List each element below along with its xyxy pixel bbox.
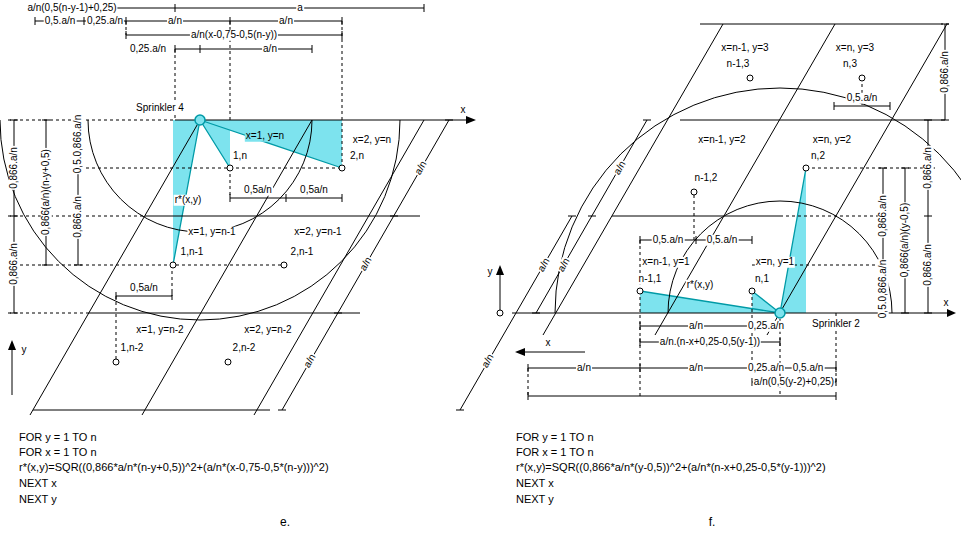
- cell-label: r*(x,y): [686, 280, 715, 291]
- dimension-label: a/n: [479, 351, 496, 370]
- dimension-label: a/n: [412, 158, 429, 177]
- dimension-label: a/n: [535, 255, 552, 274]
- cell-index-label: 2,n-1: [290, 247, 315, 258]
- dimension-label: 0,866(a/n)(n-y+0,5): [41, 148, 52, 236]
- code-line: FOR y = 1 TO n: [515, 432, 595, 444]
- axis-label: x: [545, 338, 552, 349]
- dimension-label: 0,5.a/n: [706, 235, 739, 246]
- cell-index-label: 2,n: [349, 151, 365, 162]
- dimension-label: 0,5.0,866.a/n: [878, 259, 889, 319]
- dimension-label: 0,25.a/n: [747, 363, 785, 374]
- code-line: FOR y = 1 TO n: [18, 432, 98, 444]
- code-line: NEXT x: [515, 478, 555, 490]
- dimension-label: 0,25.a/n: [86, 16, 124, 27]
- cell-label: x=n-1, y=2: [697, 135, 746, 146]
- cell-index-label: 1,n-1: [180, 247, 205, 258]
- dimension-label: a/n: [555, 255, 572, 274]
- dimension-label: 0,5.a/n: [44, 16, 77, 27]
- dimension-label: 0,866(a/n)(y-0,5): [900, 202, 911, 278]
- dimension-label: 0,5.0,866.a/n: [73, 114, 84, 174]
- dimension-label: 0,866.a/n: [73, 195, 84, 239]
- code-line: FOR x = 1 TO n: [515, 447, 595, 459]
- dimension-label: 0,866.a/n: [9, 242, 20, 286]
- dimension-label: a/n: [167, 16, 183, 27]
- cell-label: r*(x,y): [174, 195, 203, 206]
- code-line: NEXT y: [18, 494, 58, 506]
- code-line: NEXT x: [18, 478, 58, 490]
- sprinkler-label: Sprinkler 2: [811, 319, 861, 330]
- dimension-label: a/n(0,5(n-y-1)+0,25): [26, 3, 117, 14]
- cell-label: x=n-1, y=1: [641, 257, 690, 268]
- axis-label: y: [487, 267, 494, 278]
- cell-label: x=1, y=n-2: [135, 325, 184, 336]
- dimension-label: 0,5a/n: [129, 283, 159, 294]
- code-line: r*(x,y)=SQR((0,866*a/n*(n-y+0,5))^2+(a/n…: [18, 462, 330, 474]
- cell-label: x=n, y=3: [835, 43, 875, 54]
- cell-index-label: 2,n-2: [232, 343, 257, 354]
- dimension-label: 0,866.a/n: [923, 243, 934, 287]
- dimension-label: 0,25.a/n: [129, 44, 167, 55]
- dimension-label: 0,5.a/n: [652, 235, 685, 246]
- dimension-label: a/n: [262, 44, 278, 55]
- cell-label: x=n, y=1: [755, 257, 795, 268]
- cell-label: x=1, y=n: [245, 131, 285, 142]
- dimension-label: a/n: [688, 363, 704, 374]
- dimension-label: 0,5.a/n: [846, 93, 879, 104]
- axis-label: y: [21, 345, 28, 356]
- panel-letter: e.: [279, 516, 291, 529]
- dimension-label: 0,866.a/n: [940, 50, 951, 94]
- cell-label: x=n-1, y=3: [720, 43, 769, 54]
- dimension-label: a/n: [688, 321, 704, 332]
- sprinkler-label: Sprinkler 4: [135, 103, 185, 114]
- dimension-label: a: [296, 3, 304, 14]
- cell-label: x=n, y=2: [812, 135, 852, 146]
- dimension-label: a/n(x-0,75-0,5(n-y)): [190, 30, 278, 41]
- cell-label: x=2, y=n-1: [293, 227, 342, 238]
- cell-label: x=2, y=n: [352, 135, 392, 146]
- cell-label: x=1, y=n-1: [187, 227, 236, 238]
- dimension-label: a/n(0,5(y-2)+0,25): [753, 377, 835, 388]
- dimension-label: 0,25.a/n: [747, 321, 785, 332]
- axis-label: x: [943, 298, 950, 309]
- dimension-label: a/n: [278, 16, 294, 27]
- cell-index-label: n-1,3: [726, 59, 751, 70]
- cell-index-label: n,3: [842, 59, 858, 70]
- code-line: FOR x = 1 TO n: [18, 447, 98, 459]
- cell-index-label: n,1: [754, 274, 770, 285]
- dimension-label: a/n: [576, 363, 592, 374]
- dimension-label: 0,866.a/n: [878, 194, 889, 238]
- cell-index-label: 1,n-2: [120, 343, 145, 354]
- cell-label: x=2, y=n-2: [243, 325, 292, 336]
- code-line: r*(x,y)=SQR((0,866*a/n*(y-0,5))^2+(a/n*(…: [515, 462, 827, 474]
- dimension-label: 0,866.a/n: [9, 146, 20, 190]
- cell-index-label: n-1,1: [638, 274, 663, 285]
- cell-index-label: n-1,2: [694, 173, 719, 184]
- dimension-label: a/n: [357, 254, 374, 273]
- cell-index-label: n,2: [810, 151, 826, 162]
- axis-label: x: [460, 105, 467, 116]
- dimension-label: 0,5.a/n: [792, 363, 825, 374]
- cell-index-label: 1,n: [232, 151, 248, 162]
- dimension-label: 0,5a/n: [299, 185, 329, 196]
- dimension-label: 0,866.a/n: [923, 146, 934, 190]
- dimension-label: 0,5a/n: [243, 185, 273, 196]
- dimension-label: a/n: [301, 351, 318, 370]
- code-line: NEXT y: [515, 494, 555, 506]
- dimension-label: a/n.(n-x+0,25-0,5(y-1)): [659, 337, 761, 348]
- panel-letter: f.: [708, 516, 717, 529]
